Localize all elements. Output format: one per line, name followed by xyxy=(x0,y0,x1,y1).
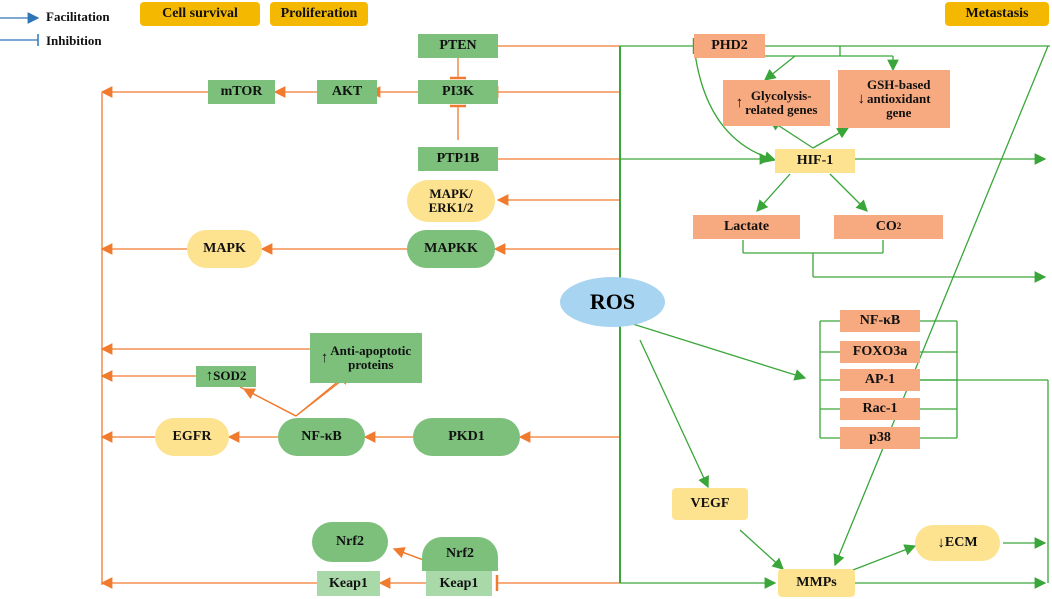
node-p38: p38 xyxy=(840,427,920,449)
node-foxo3a: FOXO3a xyxy=(840,341,920,363)
node-pkd1: PKD1 xyxy=(413,418,520,456)
node-lactate: Lactate xyxy=(693,215,800,239)
node-keap1-bound: Keap1 xyxy=(426,571,492,596)
node-ap1: AP-1 xyxy=(840,369,920,391)
node-mapk-erk-line2: ERK1/2 xyxy=(428,200,474,215)
node-nrf2-free: Nrf2 xyxy=(312,522,388,562)
node-vegf: VEGF xyxy=(672,488,748,520)
node-mapkk: MAPKK xyxy=(407,230,495,268)
node-ptp1b: PTP1B xyxy=(418,147,498,171)
node-anti-apoptotic-line2: proteins xyxy=(348,357,394,372)
node-nfkb-right: NF-κB xyxy=(840,310,920,332)
up-arrow-icon: ↑ xyxy=(320,349,329,366)
node-nrf2-bound: Nrf2 xyxy=(422,537,498,571)
node-sod2: ↑ SOD2 xyxy=(196,366,256,387)
node-ros: ROS xyxy=(560,277,665,327)
node-co2-label: CO xyxy=(875,219,897,235)
up-arrow-icon: ↑ xyxy=(735,94,744,111)
header-proliferation: Proliferation xyxy=(270,2,368,26)
legend-facilitation-label: Facilitation xyxy=(46,9,110,24)
legend-inhibition-label: Inhibition xyxy=(46,33,102,48)
node-ecm: ↓ ECM xyxy=(915,525,1000,561)
header-metastasis: Metastasis xyxy=(945,2,1049,26)
node-gsh-line3: gene xyxy=(886,105,912,121)
node-anti-apoptotic: ↑ Anti-apoptotic proteins xyxy=(310,333,422,383)
node-ecm-label: ECM xyxy=(944,535,978,551)
down-arrow-icon: ↓ xyxy=(857,90,865,107)
node-gsh-line1: GSH-based xyxy=(866,76,931,92)
header-cell-survival: Cell survival xyxy=(140,2,260,26)
node-mtor: mTOR xyxy=(208,80,275,104)
node-glycolysis-line2: related genes xyxy=(745,102,818,117)
node-anti-apoptotic-line1: Anti-apoptotic xyxy=(330,342,412,358)
node-nfkb-left: NF-κB xyxy=(278,418,365,456)
node-keap1-free: Keap1 xyxy=(317,571,380,596)
node-glycolysis-line1: Glycolysis- xyxy=(750,87,812,103)
node-egfr: EGFR xyxy=(155,418,229,456)
node-glycolysis-genes: ↑ Glycolysis- related genes xyxy=(723,80,830,126)
node-co2-subscript: 2 xyxy=(896,221,902,232)
node-akt: AKT xyxy=(317,80,377,104)
node-pten: PTEN xyxy=(418,34,498,58)
up-arrow-icon: ↑ xyxy=(205,368,214,385)
node-phd2: PHD2 xyxy=(694,34,765,58)
node-mmps: MMPs xyxy=(778,569,855,597)
down-arrow-icon: ↓ xyxy=(937,534,945,551)
node-rac1: Rac-1 xyxy=(840,398,920,420)
node-mapk: MAPK xyxy=(187,230,262,268)
node-hif1: HIF-1 xyxy=(775,149,855,173)
node-mapk-erk: MAPK/ ERK1/2 xyxy=(407,180,495,222)
node-pi3k: PI3K xyxy=(418,80,498,104)
node-gsh-line2: antioxidant xyxy=(866,90,931,106)
node-sod2-label: SOD2 xyxy=(213,368,247,384)
node-gsh-antioxidant-gene: ↓ GSH-based antioxidant gene xyxy=(838,70,950,128)
node-mapk-erk-line1: MAPK/ xyxy=(429,185,473,201)
